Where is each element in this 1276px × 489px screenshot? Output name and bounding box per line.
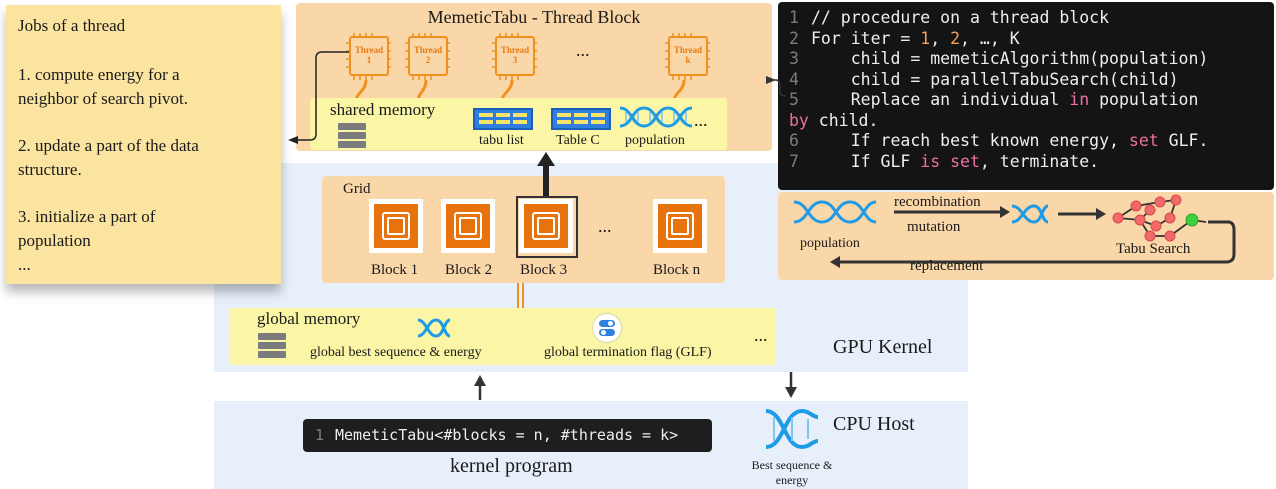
thread-number: k xyxy=(685,55,691,65)
block-3-highlight xyxy=(516,196,578,258)
code-line-3: 3 child = memeticAlgorithm(population) xyxy=(789,49,1209,68)
job-3-line-1: 3. initialize a part of xyxy=(18,207,156,226)
population-dna-icon xyxy=(793,200,877,224)
shared-memory-label: shared memory xyxy=(330,100,436,119)
replacement-label: replacement xyxy=(910,258,984,274)
kernel-program-label: kernel program xyxy=(450,455,573,477)
job-1-line-1: 1. compute energy for a xyxy=(18,65,180,84)
thread-label: Thread xyxy=(354,45,384,55)
best-sequence-label: Best sequence &energy xyxy=(751,458,833,487)
table-c-icon xyxy=(551,108,611,130)
global-memory-label: global memory xyxy=(257,309,361,328)
kernel-code-line-number: 1 xyxy=(315,426,325,444)
mutation-label: mutation xyxy=(907,219,961,235)
jobs-of-thread-note xyxy=(6,5,281,284)
block-3-label: Block 3 xyxy=(520,262,568,278)
code-line-6: 6 If reach best known energy, set GLF. xyxy=(789,131,1209,150)
job-2-line-1: 2. update a part of the data xyxy=(18,136,199,155)
recombination-label: recombination xyxy=(894,194,981,210)
block-1-label: Block 1 xyxy=(371,262,419,278)
thread-block-title: MemeticTabu - Thread Block xyxy=(427,7,641,27)
flow-population-label: population xyxy=(800,236,860,251)
cpu-host-label: CPU Host xyxy=(833,413,915,435)
jobs-ellipsis: ... xyxy=(18,255,31,274)
tabu-search-label: Tabu Search xyxy=(1116,241,1191,257)
job-3-line-2: population xyxy=(18,231,91,250)
kernel-code-text: MemeticTabu<#blocks = n, #threads = k> xyxy=(335,426,679,444)
global-best-dna-icon xyxy=(417,318,451,338)
thread-label: Thread xyxy=(413,45,443,55)
thread-ellipsis: ... xyxy=(576,40,590,60)
population-dna-icon xyxy=(619,106,693,128)
grid-memory-link xyxy=(517,283,524,308)
block-1-chip-icon xyxy=(369,199,423,253)
jobs-title: Jobs of a thread xyxy=(18,16,126,35)
thread-block-to-code-arrow xyxy=(772,79,787,97)
code-line-5-wrap: by child. xyxy=(789,110,879,130)
thread-number: 2 xyxy=(425,55,431,65)
block-2-label: Block 2 xyxy=(445,262,493,278)
population-label: population xyxy=(625,133,685,148)
best-sequence-dna-icon xyxy=(765,408,819,450)
global-memory-box xyxy=(229,308,776,365)
block-n-label: Block n xyxy=(653,262,701,278)
shared-memory-ellipsis: ... xyxy=(694,110,708,130)
code-line-4: 4 child = parallelTabuSearch(child) xyxy=(789,69,1179,89)
grid-ellipsis: ... xyxy=(598,216,612,236)
kernel-program-code: 1 MemeticTabu<#blocks = n, #threads = k> xyxy=(303,419,712,452)
job-2-line-2: structure. xyxy=(18,160,82,179)
thread-label: Thread xyxy=(673,45,703,55)
code-line-7: 7 If GLF is set, terminate. xyxy=(789,151,1100,171)
thread-label: Thread xyxy=(500,45,530,55)
block-2-chip-icon xyxy=(441,199,495,253)
grid-label: Grid xyxy=(343,181,371,197)
toggle-icon xyxy=(593,314,621,342)
thread-number: 3 xyxy=(512,55,518,65)
block-n-chip-icon xyxy=(653,199,707,253)
tabu-list-label: tabu list xyxy=(479,133,524,148)
table-c-label: Table C xyxy=(556,133,600,148)
code-line-5: 5 Replace an individual in population xyxy=(789,90,1199,109)
job-1-line-2: neighbor of search pivot. xyxy=(18,89,188,108)
memetic-flow-graphic xyxy=(793,194,1236,268)
thread-block-pseudocode xyxy=(778,2,1274,190)
code-line-1: 1// procedure on a thread block xyxy=(789,8,1110,27)
gpu-kernel-label: GPU Kernel xyxy=(833,336,933,358)
child-dna-icon xyxy=(1011,204,1049,224)
tabu-list-table-icon xyxy=(473,108,533,130)
thread-number: 1 xyxy=(366,55,372,65)
global-best-sequence-label: global best sequence & energy xyxy=(310,345,482,360)
termination-flag-label: global termination flag (GLF) xyxy=(544,345,712,360)
block-3-chip-icon xyxy=(519,199,573,253)
thread-to-jobs-arrow xyxy=(298,51,349,141)
global-memory-ellipsis: ... xyxy=(754,325,768,345)
